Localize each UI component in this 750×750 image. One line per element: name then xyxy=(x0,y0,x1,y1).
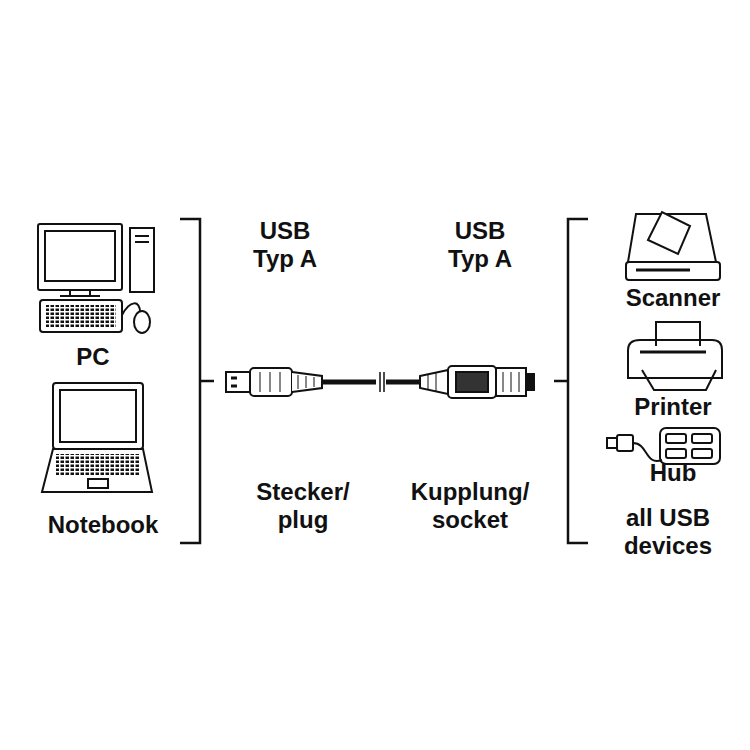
pc-icon xyxy=(38,224,154,333)
hub-icon-part xyxy=(692,449,712,458)
usb-a-socket xyxy=(420,366,534,398)
scanner-icon xyxy=(626,212,720,280)
usb-a-socket-part xyxy=(496,368,526,396)
hub-icon-part xyxy=(692,434,712,443)
device-label: Hub xyxy=(628,459,718,487)
notebook-icon-part xyxy=(42,449,152,492)
connector-type-label: USB Typ A xyxy=(440,217,520,273)
cable-part xyxy=(380,372,384,392)
hub-icon-part xyxy=(660,428,720,464)
pc-icon-part xyxy=(134,311,150,333)
usb-a-plug-part xyxy=(250,368,292,396)
bracket-left xyxy=(180,219,214,543)
usb-a-plug-part xyxy=(298,375,314,389)
device-label: Notebook xyxy=(28,511,178,539)
usb-a-plug-part xyxy=(260,372,280,392)
cable xyxy=(322,372,420,392)
pc-icon-part xyxy=(135,236,149,242)
device-label: PC xyxy=(48,343,138,371)
hub-icon-part xyxy=(666,449,686,458)
connector-label: Stecker/ plug xyxy=(248,478,358,534)
usb-a-socket-part xyxy=(448,366,496,398)
usb-a-plug-part xyxy=(292,372,322,392)
usb-a-socket-part xyxy=(528,374,534,390)
usb-a-socket-part xyxy=(420,370,448,394)
printer-icon-part xyxy=(656,322,700,346)
notebook-icon xyxy=(42,383,152,492)
usb-a-socket-part xyxy=(456,372,488,392)
printer-icon xyxy=(628,322,722,390)
printer-icon-part xyxy=(628,340,722,378)
bracket-right-part xyxy=(568,219,588,543)
pc-icon-part xyxy=(38,224,122,290)
pc-icon-part xyxy=(46,305,116,327)
printer-icon-part xyxy=(642,370,716,390)
usb-a-plug-part xyxy=(231,378,237,386)
scanner-icon-part xyxy=(626,262,720,280)
pc-icon-part xyxy=(60,290,100,296)
hub-icon-part xyxy=(666,434,686,443)
notebook-icon-part xyxy=(56,454,140,476)
device-label: Printer xyxy=(613,393,733,421)
bracket-right xyxy=(554,219,588,543)
device-label: Scanner xyxy=(613,284,733,312)
device-label: all USB devices xyxy=(613,504,723,560)
hub-icon-part xyxy=(633,443,662,461)
pc-icon-part xyxy=(45,231,115,281)
notebook-icon-part xyxy=(88,479,108,488)
pc-icon-part xyxy=(130,228,154,292)
cable-part xyxy=(322,380,420,385)
bracket-right-part xyxy=(554,380,568,383)
usb-a-socket-part xyxy=(503,372,519,392)
printer-icon-part xyxy=(640,351,706,354)
hub-icon-part xyxy=(617,435,633,451)
hub-icon xyxy=(607,428,720,464)
scanner-icon-part xyxy=(648,212,690,254)
bracket-left-part xyxy=(200,380,214,383)
notebook-icon-part xyxy=(53,383,143,449)
usb-a-plug xyxy=(226,368,322,396)
bracket-left-part xyxy=(180,219,200,543)
usb-a-plug-part xyxy=(226,372,250,392)
notebook-icon-part xyxy=(60,390,136,442)
scanner-icon-part xyxy=(636,269,690,272)
usb-a-socket-part xyxy=(428,373,436,391)
connector-type-label: USB Typ A xyxy=(245,217,325,273)
connector-label: Kupplung/ socket xyxy=(400,478,540,534)
hub-icon-part xyxy=(607,438,617,448)
pc-icon-part xyxy=(40,300,122,332)
